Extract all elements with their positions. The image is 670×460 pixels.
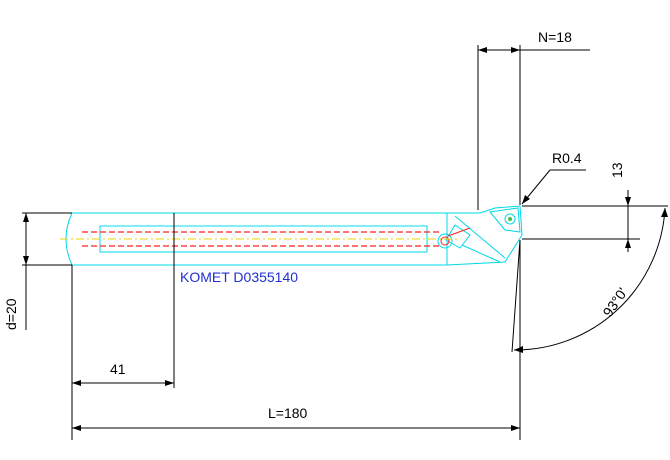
dimension-d: d=20 — [3, 212, 72, 330]
product-label: KOMET D0355140 — [180, 269, 298, 285]
shank-diameter-label: d=20 — [3, 298, 19, 330]
nose-radius-label: R0.4 — [552, 150, 582, 166]
offset-length-label: 41 — [110, 361, 126, 377]
approach-angle-label: 93°0' — [599, 285, 630, 320]
dimension-R: R0.4 — [521, 150, 586, 205]
dimension-13: 13 — [522, 162, 668, 252]
coolant-channels — [82, 227, 471, 247]
head-width-label: N=18 — [538, 29, 572, 45]
dimension-angle: 93°0' — [511, 207, 668, 353]
boring-bar-outline — [65, 205, 523, 266]
dimension-N: N=18 — [477, 29, 590, 210]
dimension-L: L=180 — [72, 240, 521, 440]
dimension-41: 41 — [71, 213, 175, 440]
height-label: 13 — [609, 162, 625, 178]
overall-length-label: L=180 — [268, 405, 308, 421]
